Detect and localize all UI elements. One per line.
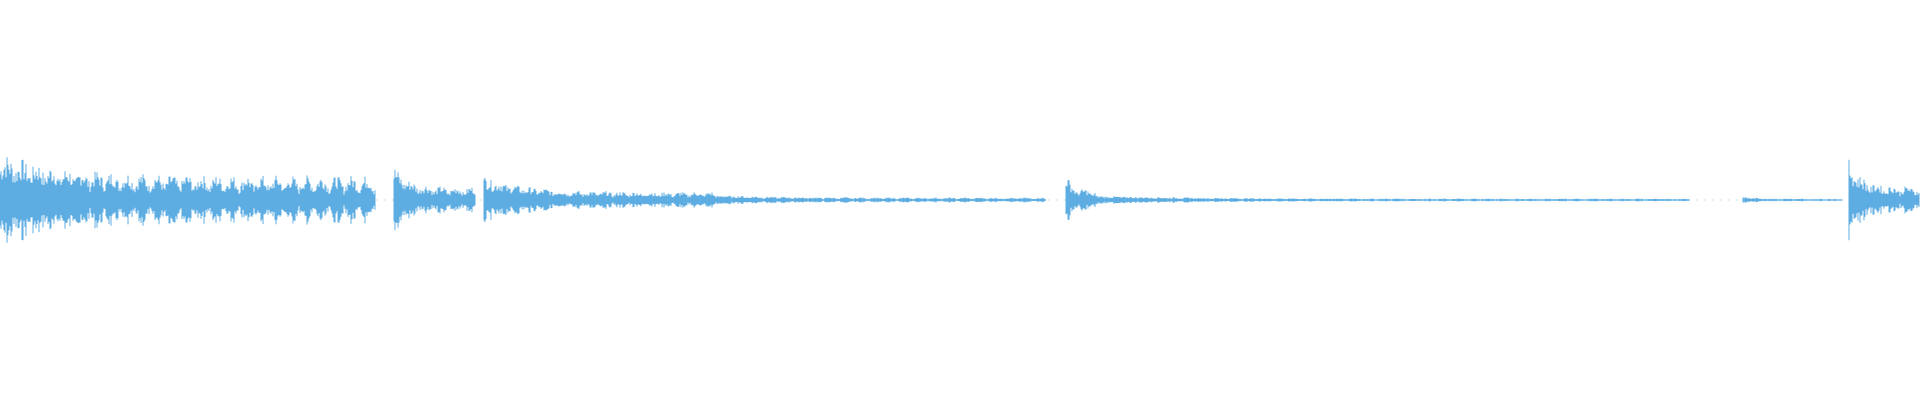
waveform-bars [0, 157, 1920, 243]
